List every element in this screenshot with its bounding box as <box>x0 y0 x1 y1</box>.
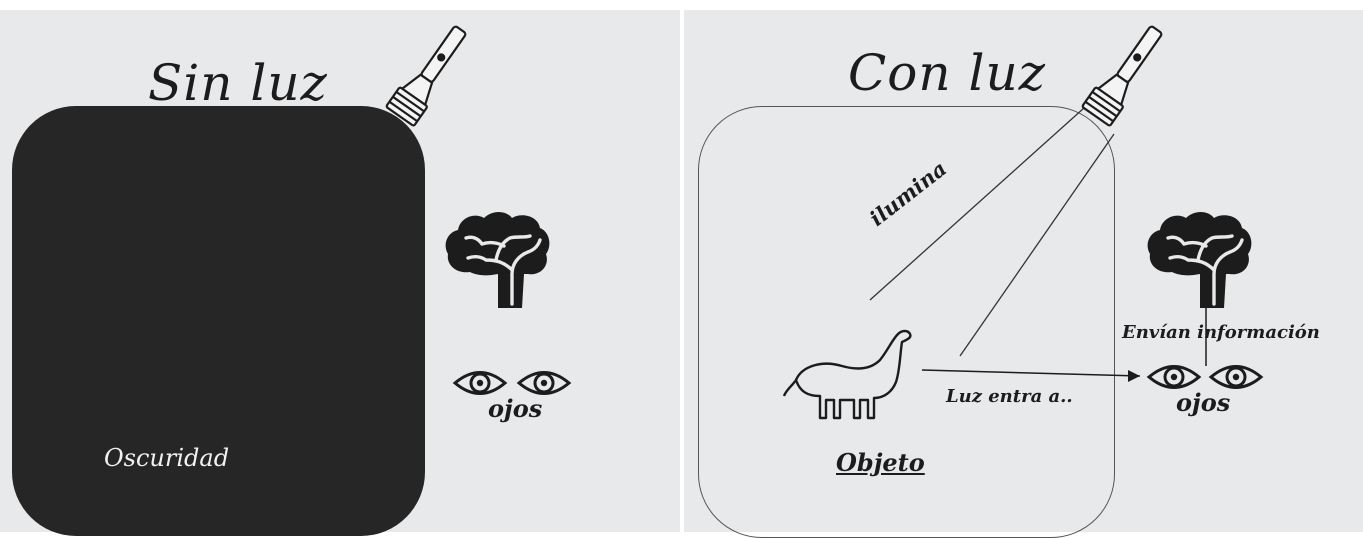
panel-with-light: Con luz ilumina Objeto Luz entra a.. Env… <box>684 10 1363 532</box>
brain-icon <box>1146 210 1256 310</box>
panel-no-light: Sin luz Oscuridad ojos <box>0 10 680 532</box>
light-beam <box>684 10 1363 532</box>
enters-label: Luz entra a.. <box>946 386 1073 407</box>
object-label: Objeto <box>836 448 925 477</box>
flashlight-icon <box>376 18 476 148</box>
eyes-label: ojos <box>488 394 542 423</box>
dinosaur-icon <box>788 320 920 430</box>
flashlight-icon <box>1072 18 1172 148</box>
darkness-label: Oscuridad <box>104 444 229 472</box>
brain-icon <box>444 210 554 310</box>
eyes-label: ojos <box>1176 388 1230 417</box>
send-info-label: Envían información <box>1122 322 1320 343</box>
title-no-light: Sin luz <box>148 54 328 112</box>
